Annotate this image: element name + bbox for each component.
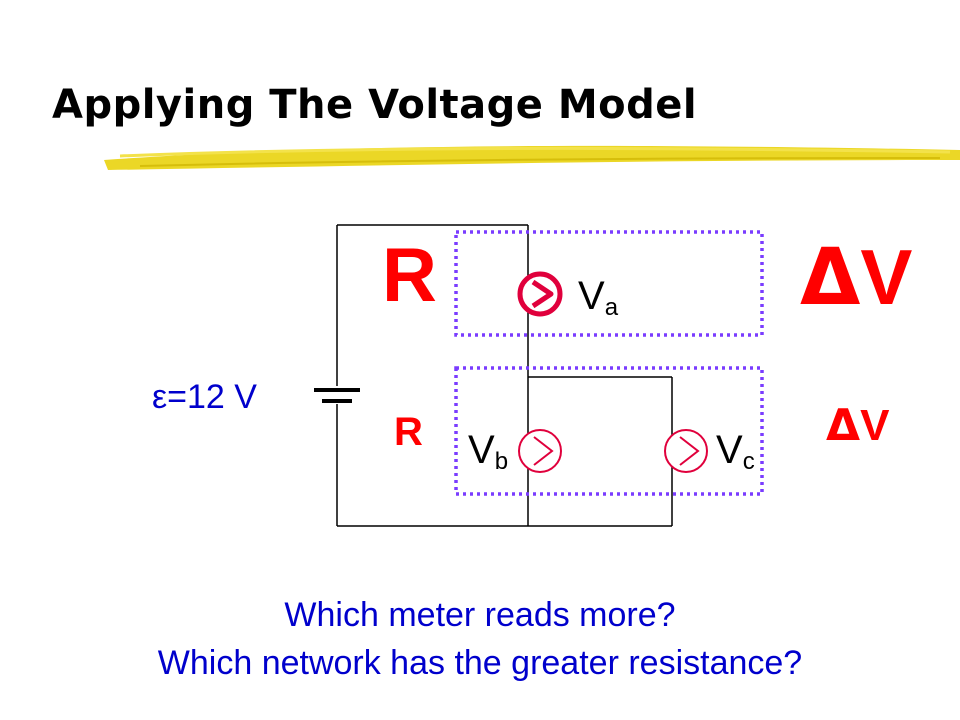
emf-label: ε=12 V [152, 380, 257, 414]
delta-symbol: Δ [826, 400, 861, 451]
meter-c-label: Vc [716, 430, 755, 474]
meter-b-icon [518, 429, 562, 473]
delta-v-top: ΔV [800, 238, 912, 317]
meter-a-icon [517, 271, 563, 317]
resistor-bottom-label: R [394, 410, 423, 454]
meter-name: V [578, 274, 605, 318]
emf-value: =12 V [167, 378, 257, 416]
delta-v-bottom: ΔV [826, 404, 889, 448]
resistor-top-label: R [382, 233, 437, 318]
meter-subscript: c [742, 448, 755, 475]
meter-c-icon [664, 429, 708, 473]
meter-subscript: a [604, 294, 619, 321]
meter-subscript: b [494, 448, 509, 475]
meter-name: V [716, 428, 743, 472]
slide-title: Applying The Voltage Model [52, 82, 698, 128]
meter-b-label: Vb [468, 430, 508, 474]
epsilon-symbol: ε [152, 378, 168, 416]
network-box-bottom [454, 366, 764, 496]
question-meter: Which meter reads more? [284, 596, 676, 634]
question-network: Which network has the greater resistance… [157, 644, 803, 682]
meter-a-label: Va [578, 276, 618, 320]
meter-name: V [468, 428, 495, 472]
delta-symbol: Δ [800, 233, 861, 323]
battery-icon [314, 388, 360, 403]
network-box-top [454, 230, 764, 337]
delta-v-letter: V [860, 401, 890, 450]
delta-v-letter: V [860, 233, 913, 321]
